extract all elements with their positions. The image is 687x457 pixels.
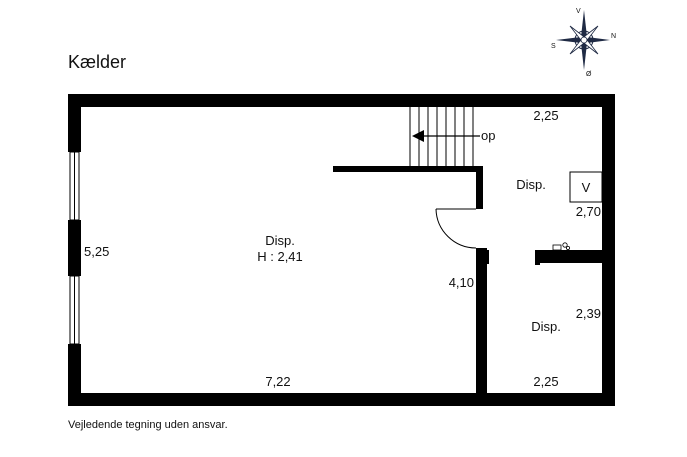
wall-partition-stub [483,250,489,264]
wall-stair-vertical [476,166,483,209]
stairs [409,107,480,166]
wall-right [602,94,615,406]
compass-south-label: S [551,43,556,50]
wall-left-upper [68,94,81,152]
wall-stair-horizontal [333,166,483,172]
dim-partition: 4,10 [449,275,474,290]
fixture-box [569,171,603,203]
window-upper [69,151,80,221]
dim-lower-right-side: 2,39 [576,306,601,321]
wall-bottom [68,393,615,406]
dim-upper-right-side: 2,70 [576,204,601,219]
wall-left-middle [68,220,81,276]
wall-right-stub [535,250,540,265]
floor-title: Kælder [68,52,127,72]
dim-left: 5,25 [84,244,109,259]
door-swing [435,208,477,249]
disclaimer-text: Vejledende tegning uden ansvar. [68,419,228,431]
compass-west-label: V [576,8,581,15]
tap-icon [552,242,571,251]
compass-east-label: Ø [586,71,592,78]
dim-top-right: 2,25 [533,108,558,123]
stairs-label: op [481,128,495,143]
room-lower-right-name: Disp. [531,319,561,334]
dim-bottom-main: 7,22 [265,374,290,389]
window-lower [69,275,80,345]
compass-rose-icon: V N S Ø [551,8,616,78]
room-main-height: H : 2,41 [257,249,303,264]
room-upper-right-name: Disp. [516,177,546,192]
compass-north-label: N [611,33,616,40]
dim-bottom-right: 2,25 [533,374,558,389]
wall-partition-vertical [476,248,487,398]
wall-left-lower [68,344,81,406]
wall-right-horizontal [535,250,605,263]
fixture-label: V [582,180,591,195]
room-main-name: Disp. [265,233,295,248]
wall-top [68,94,615,107]
stair-arrow-head [412,130,424,142]
